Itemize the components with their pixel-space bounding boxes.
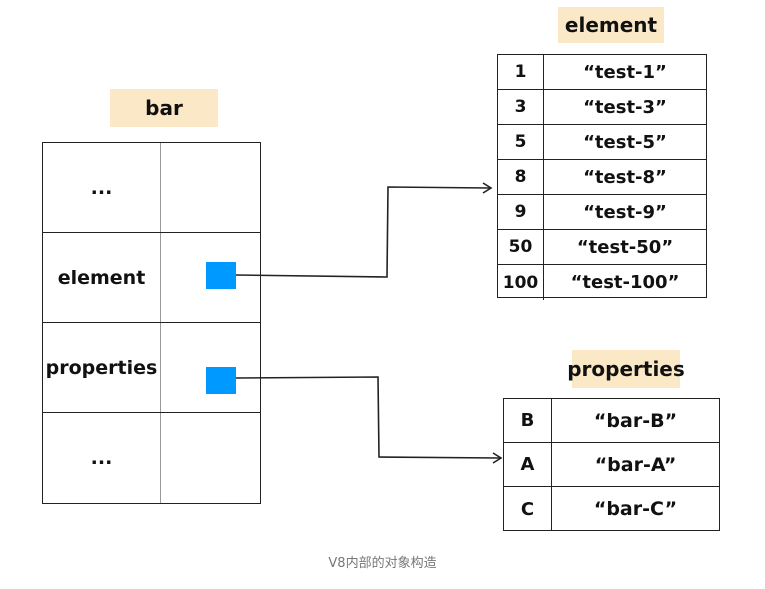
element-row: 100 “test-100” [498, 265, 706, 300]
element-index: 3 [498, 90, 544, 124]
properties-row: C “bar-C” [504, 487, 719, 531]
properties-value: “bar-B” [593, 409, 678, 432]
element-arrow-head [482, 182, 493, 194]
properties-key: C [504, 487, 552, 531]
properties-key: B [504, 399, 552, 442]
element-value: “test-9” [583, 201, 667, 223]
bar-row: ... [43, 143, 260, 233]
bar-row: ... [43, 413, 260, 503]
element-value: “test-100” [570, 272, 680, 293]
bar-row-key: ... [43, 143, 161, 232]
bar-object-table: ... element properties ... [42, 142, 261, 504]
element-index: 9 [498, 195, 544, 229]
element-pointer-square [206, 262, 236, 289]
element-index: 100 [498, 265, 544, 300]
element-row: 3 “test-3” [498, 90, 706, 125]
bar-row-properties: properties [43, 323, 260, 413]
properties-value: “bar-A” [594, 453, 677, 476]
properties-store-table: B “bar-B” A “bar-A” C “bar-C” [503, 398, 720, 531]
element-value: “test-50” [576, 236, 674, 258]
element-index: 1 [498, 55, 544, 89]
properties-value: “bar-C” [593, 498, 678, 520]
properties-arrow [235, 376, 501, 459]
element-row: 8 “test-8” [498, 160, 706, 195]
element-row: 9 “test-9” [498, 195, 706, 230]
properties-row: B “bar-B” [504, 399, 719, 443]
element-value: “test-5” [583, 131, 667, 153]
properties-row: A “bar-A” [504, 443, 719, 487]
properties-key: A [504, 443, 552, 486]
element-value: “test-1” [583, 61, 667, 83]
element-value: “test-3” [583, 96, 667, 118]
element-index: 50 [498, 230, 544, 264]
element-row: 1 “test-1” [498, 55, 706, 90]
properties-title: properties [567, 350, 685, 388]
element-index: 8 [498, 160, 544, 194]
element-index: 5 [498, 125, 544, 159]
figure-caption: V8内部的对象构造 [328, 556, 437, 571]
bar-row-element: element [43, 233, 260, 323]
bar-title: bar [110, 89, 218, 127]
element-row: 50 “test-50” [498, 230, 706, 265]
element-title: element [558, 7, 664, 43]
element-store-table: 1 “test-1” 3 “test-3” 5 “test-5” 8 “test… [497, 54, 707, 300]
element-value: “test-8” [583, 166, 667, 188]
properties-pointer-square [206, 367, 236, 394]
properties-arrow-head [492, 452, 503, 464]
element-row: 5 “test-5” [498, 125, 706, 160]
bar-row-key: ... [43, 413, 161, 503]
element-arrow [235, 186, 491, 278]
bar-row-key: properties [43, 323, 161, 412]
bar-row-key: element [43, 233, 161, 322]
